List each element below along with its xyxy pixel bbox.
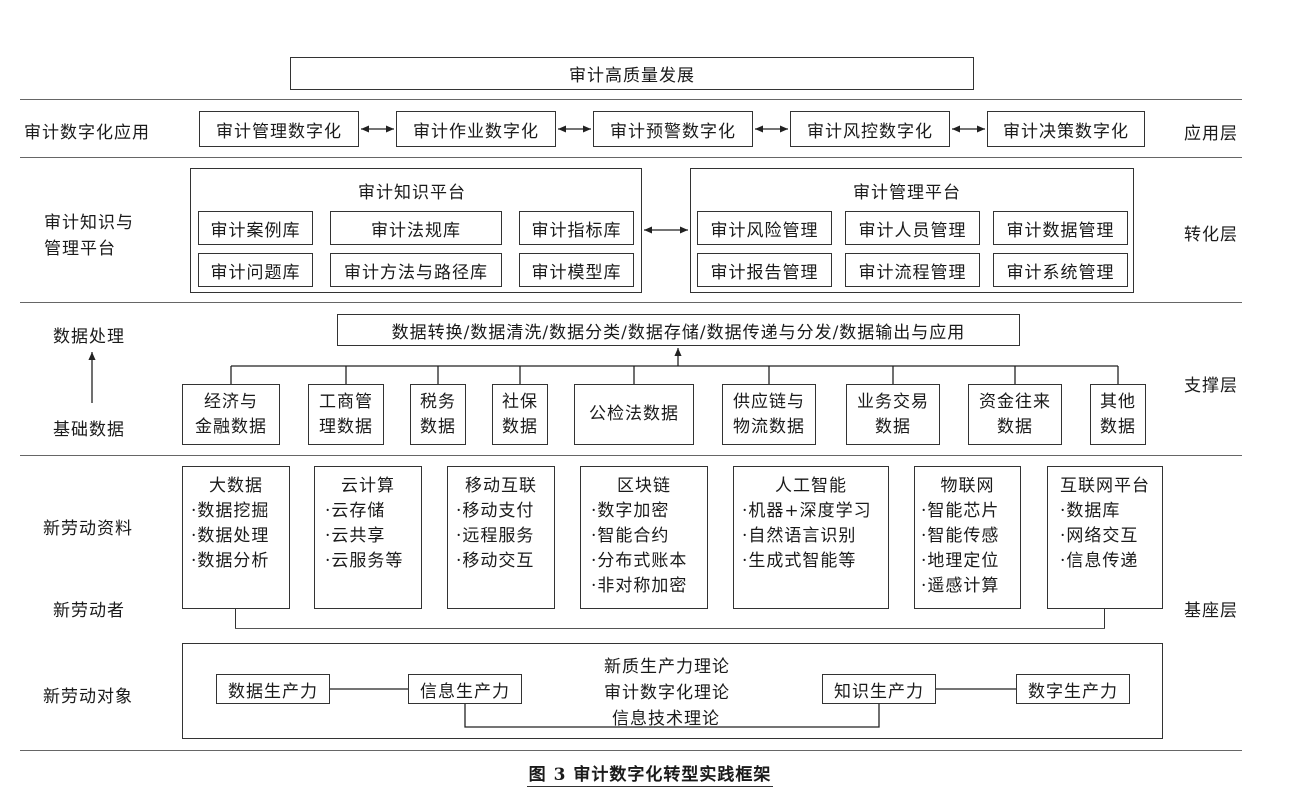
- cell-report-management: 审计报告管理: [697, 253, 832, 287]
- data-cat-supply-chain: 供应链与物流数据: [722, 384, 816, 445]
- separator-5: [20, 750, 1242, 751]
- data-cat-tax: 税务数据: [410, 384, 466, 445]
- data-processing-box: 数据转换/数据清洗/数据分类/数据存储/数据传递与分发/数据输出与应用: [337, 314, 1020, 346]
- label-audit-digital-app: 审计数字化应用: [24, 123, 150, 143]
- cell-law-library: 审计法规库: [330, 211, 502, 245]
- data-cat-economy-finance: 经济与金融数据: [182, 384, 280, 445]
- management-platform-title: 审计管理平台: [853, 183, 961, 203]
- label-base-data: 基础数据: [53, 420, 125, 440]
- cell-method-library: 审计方法与路径库: [330, 253, 502, 287]
- app-box-decision: 审计决策数字化: [987, 111, 1145, 147]
- tech-blockchain: 区块链 ·数字加密·智能合约·分布式账本·非对称加密: [580, 466, 708, 609]
- app-box-management: 审计管理数字化: [199, 111, 359, 147]
- cell-indicator-library: 审计指标库: [519, 211, 634, 245]
- app-box-operation: 审计作业数字化: [396, 111, 556, 147]
- prod-digital: 数字生产力: [1016, 674, 1130, 704]
- tech-bracket-left: [235, 609, 236, 629]
- label-platform-line1: 审计知识与: [44, 213, 134, 233]
- cell-process-management: 审计流程管理: [845, 253, 980, 287]
- tech-cloud-computing: 云计算 ·云存储·云共享·云服务等: [314, 466, 422, 609]
- tech-big-data: 大数据 ·数据挖掘·数据处理·数据分析: [182, 466, 290, 609]
- label-labor-materials: 新劳动资料: [43, 519, 133, 539]
- data-cat-fund-flows: 资金往来数据: [968, 384, 1062, 445]
- tech-bracket-right: [1104, 609, 1105, 629]
- knowledge-platform-title: 审计知识平台: [358, 183, 466, 203]
- prod-data: 数据生产力: [216, 674, 330, 704]
- tech-bracket-bottom: [235, 628, 1105, 629]
- cell-model-library: 审计模型库: [519, 253, 634, 287]
- prod-info: 信息生产力: [408, 674, 522, 704]
- label-platform-line2: 管理平台: [44, 239, 116, 259]
- label-labor-objects: 新劳动对象: [43, 687, 133, 707]
- label-laborers: 新劳动者: [53, 601, 125, 621]
- separator-1: [20, 99, 1242, 100]
- tech-iot: 物联网 ·智能芯片·智能传感·地理定位·遥感计算: [914, 466, 1021, 609]
- data-cat-transactions: 业务交易数据: [846, 384, 940, 445]
- layer-transformation: 转化层: [1184, 225, 1238, 245]
- cell-risk-management: 审计风险管理: [697, 211, 832, 245]
- prod-line-info-knowledge: [464, 704, 880, 728]
- productivity-frame: [182, 643, 1163, 739]
- data-cat-social-security: 社保数据: [492, 384, 548, 445]
- figure-caption: 图 3 审计数字化转型实践框架: [526, 765, 774, 787]
- separator-2: [20, 157, 1242, 158]
- tech-ai: 人工智能 ·机器+深度学习·自然语言识别·生成式智能等: [733, 466, 889, 609]
- top-box: 审计高质量发展: [290, 57, 974, 90]
- label-data-processing: 数据处理: [53, 327, 125, 347]
- tech-internet-platform: 互联网平台 ·数据库·网络交互·信息传递: [1047, 466, 1163, 609]
- theory-new-quality: 新质生产力理论: [604, 657, 730, 677]
- prod-knowledge: 知识生产力: [822, 674, 936, 704]
- cell-staff-management: 审计人员管理: [845, 211, 980, 245]
- cell-issue-library: 审计问题库: [198, 253, 313, 287]
- cell-data-management: 审计数据管理: [993, 211, 1128, 245]
- tech-mobile-internet: 移动互联 ·移动支付·远程服务·移动交互: [447, 466, 555, 609]
- data-cat-business-registry: 工商管理数据: [308, 384, 384, 445]
- data-cat-other: 其他数据: [1090, 384, 1146, 445]
- theory-audit-digital: 审计数字化理论: [604, 683, 730, 703]
- separator-3: [20, 302, 1242, 303]
- app-box-warning: 审计预警数字化: [593, 111, 753, 147]
- layer-base: 基座层: [1184, 601, 1238, 621]
- app-box-risk-control: 审计风控数字化: [790, 111, 950, 147]
- theory-it: 信息技术理论: [612, 709, 720, 729]
- layer-application: 应用层: [1184, 124, 1238, 144]
- separator-4: [20, 455, 1242, 456]
- cell-system-management: 审计系统管理: [993, 253, 1128, 287]
- data-cat-judicial: 公检法数据: [574, 384, 694, 445]
- layer-support: 支撑层: [1184, 376, 1238, 396]
- cell-case-library: 审计案例库: [198, 211, 313, 245]
